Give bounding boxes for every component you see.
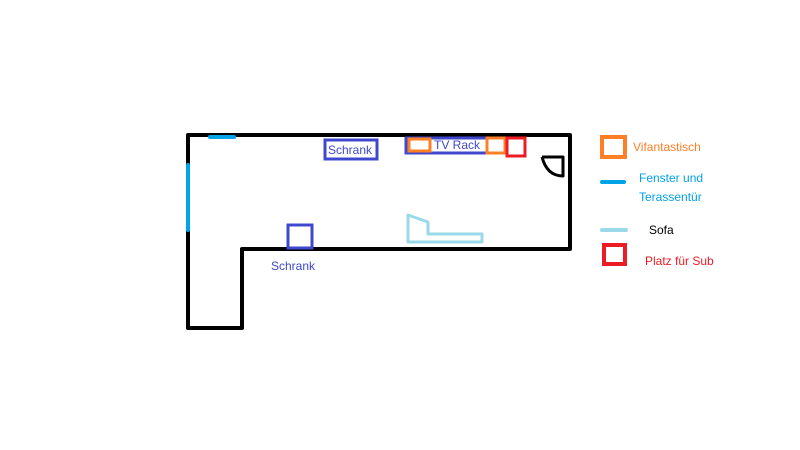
sub-box [505,136,527,158]
schrank-bottom-label: Schrank [271,259,316,273]
vifa-left [407,137,432,153]
legend-vifa-label: Vifantastisch [633,140,701,154]
schrank-top-box [323,138,379,161]
legend-vifa-swatch [600,135,627,159]
tv-rack-label: TV Rack [434,138,481,152]
door-swing [540,155,565,178]
schrank-bottom-box [286,223,314,250]
schrank-top-label: Schrank [328,143,373,157]
sofa-shape [406,213,484,244]
walls [186,133,572,330]
legend-sub-swatch [602,243,627,266]
legend-sub-label: Platz für Sub [645,254,714,268]
legend-fenster-label-2: Terassentür [639,190,702,204]
legend-sofa-label: Sofa [649,223,674,237]
outer-wall [186,133,572,330]
vifa-right [485,136,507,155]
legend-fenster-label-1: Fenster und [639,171,703,185]
